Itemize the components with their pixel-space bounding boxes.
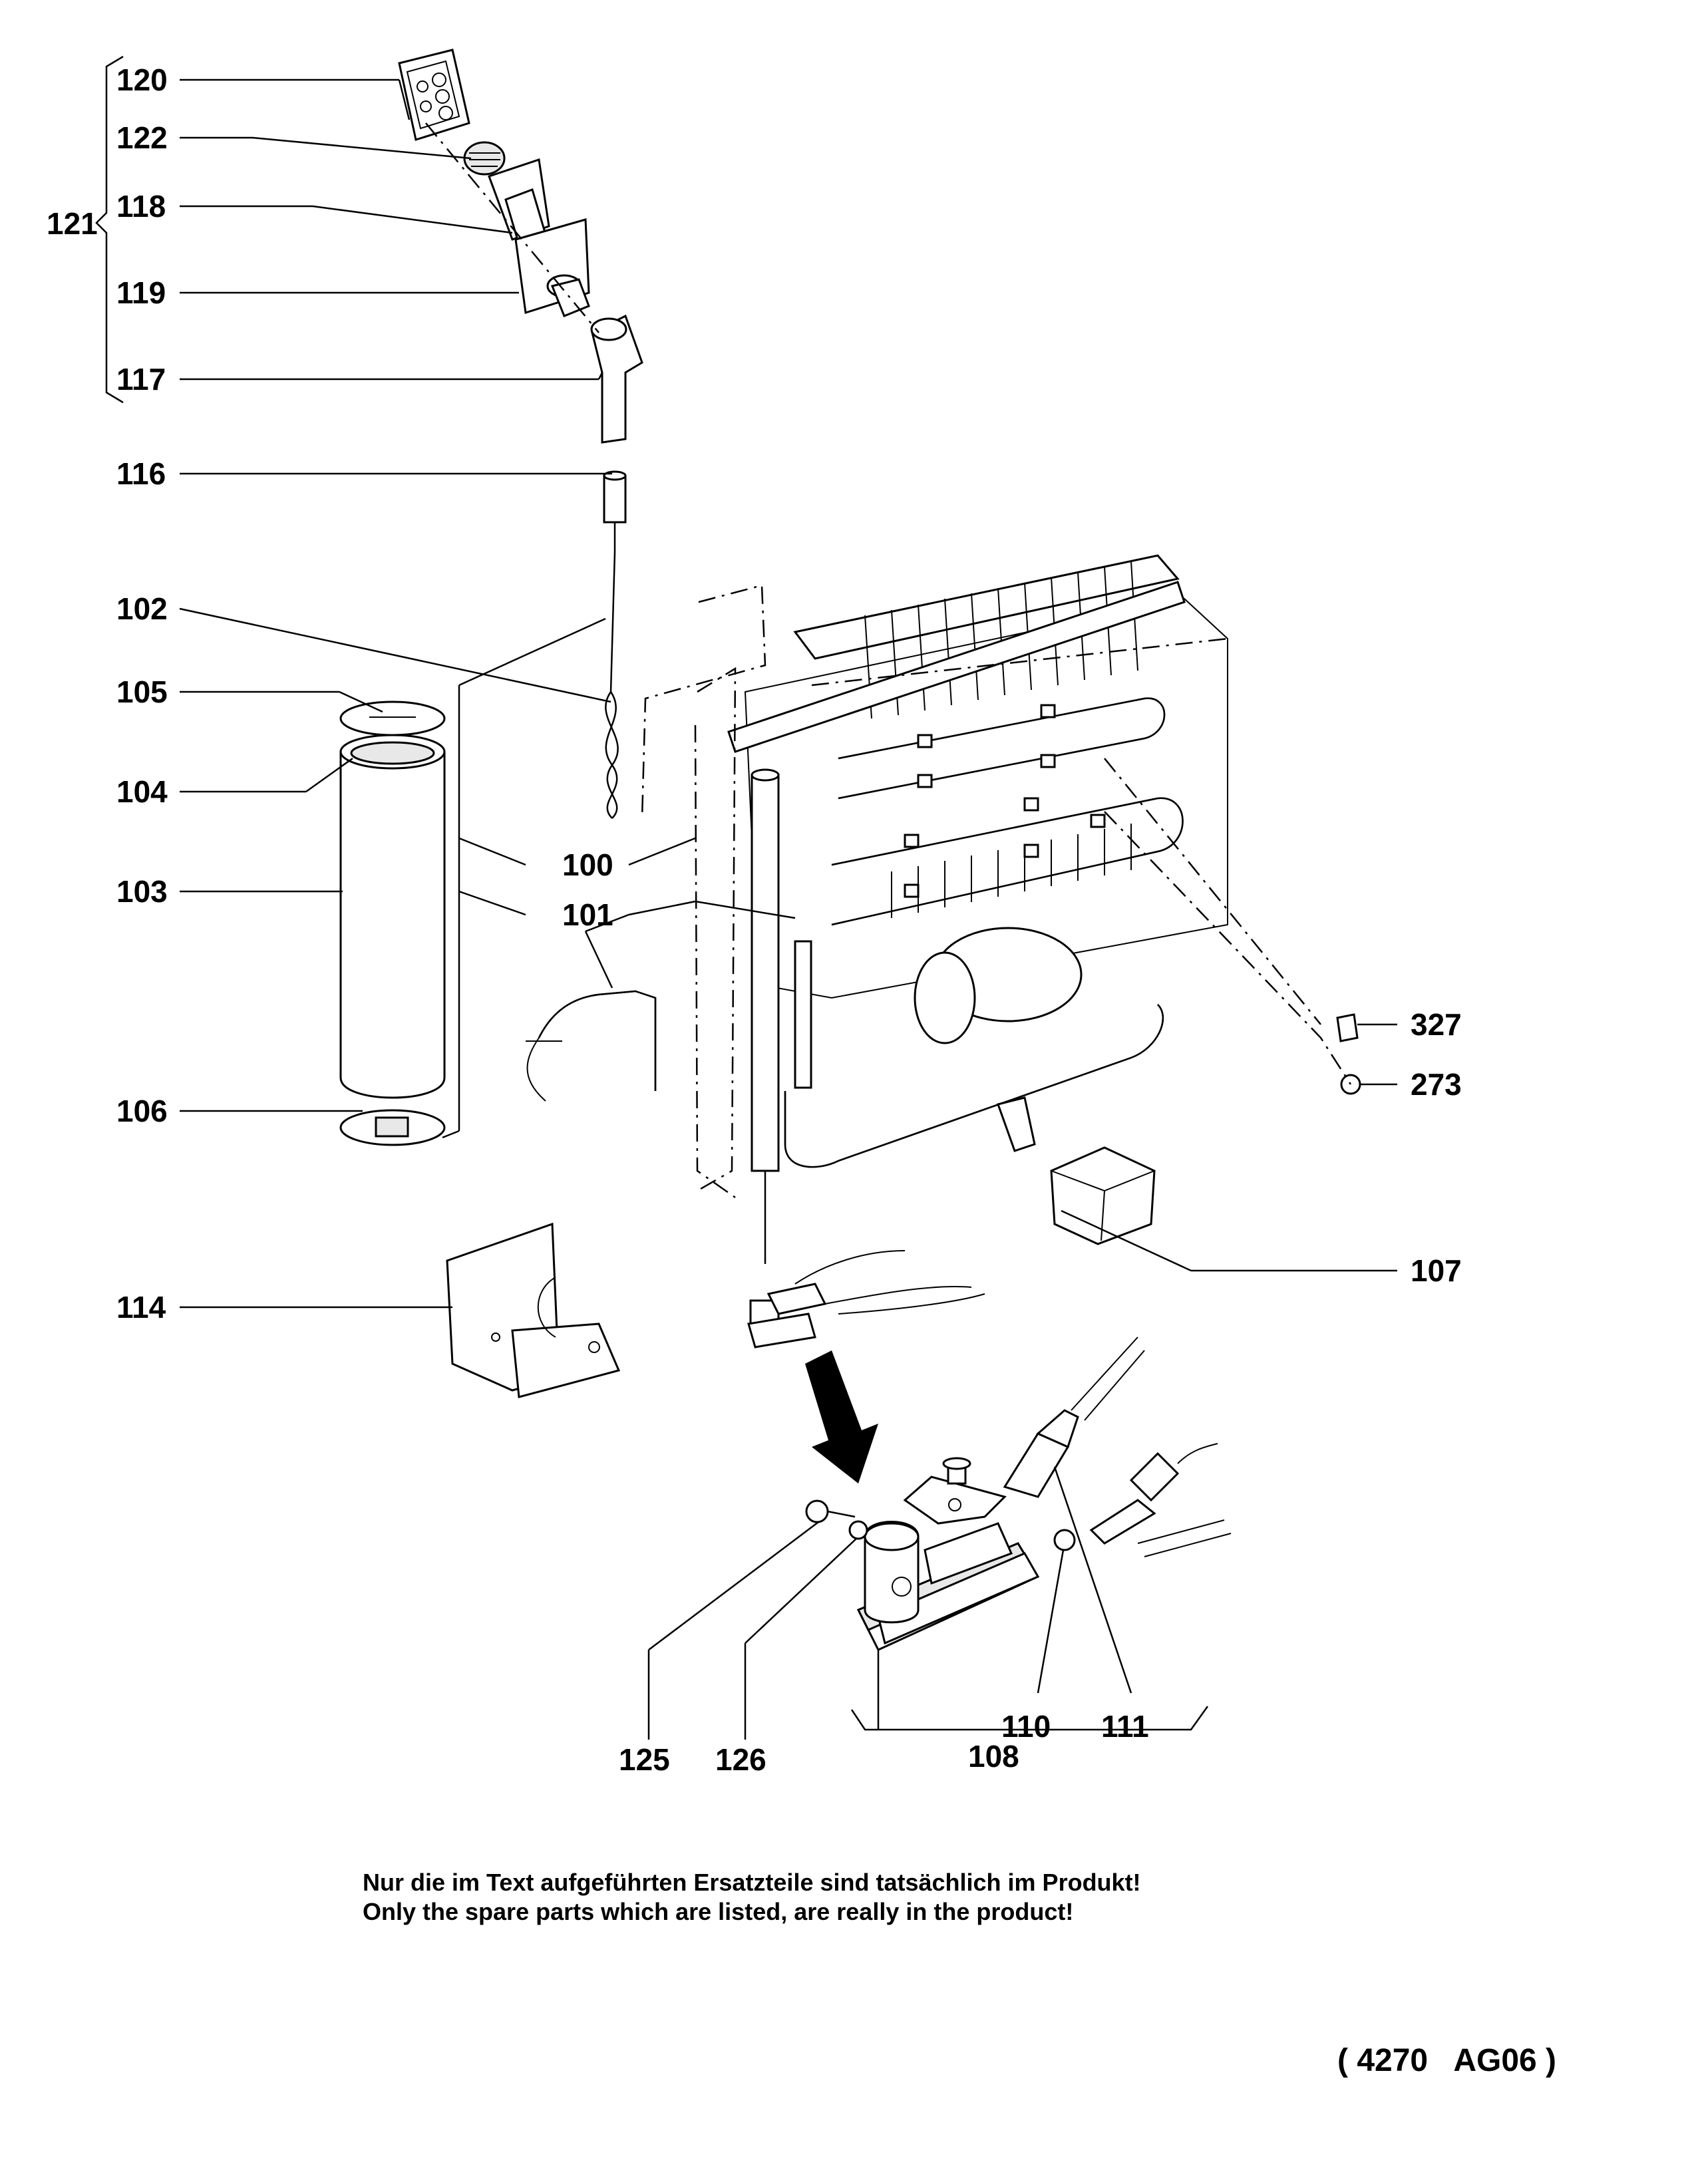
label-273: 273 <box>1411 1067 1462 1102</box>
label-106: 106 <box>116 1094 168 1128</box>
label-101: 101 <box>562 897 613 932</box>
label-108: 108 <box>968 1739 1019 1774</box>
label-125: 125 <box>619 1742 670 1777</box>
label-126: 126 <box>715 1742 766 1777</box>
label-107: 107 <box>1411 1253 1462 1288</box>
cooling-unit-part <box>727 554 1228 1172</box>
flue-duct-part <box>488 158 590 317</box>
burner-detail-part <box>805 1336 1232 1651</box>
drawing-code: ( 4270 AG06 ) <box>1337 2043 1557 2078</box>
insulation-cylinder-part <box>339 701 446 1146</box>
label-104: 104 <box>116 774 168 809</box>
label-119: 119 <box>116 275 166 310</box>
flue-baffle-part <box>605 551 619 819</box>
label-110: 110 <box>1001 1709 1051 1744</box>
cap-107-part <box>1050 1146 1156 1245</box>
group-bracket-121 <box>95 55 124 404</box>
label-116: 116 <box>116 456 166 491</box>
part-labels: 120 122 121 118 119 117 116 102 105 104 … <box>47 63 1462 1777</box>
note-english: Only the spare parts which are listed, a… <box>363 1898 1074 1925</box>
label-105: 105 <box>116 675 168 709</box>
burner-cover-part <box>446 1222 621 1398</box>
label-327: 327 <box>1411 1007 1462 1042</box>
burner-assembly-part <box>747 1171 985 1348</box>
label-118: 118 <box>116 189 166 224</box>
label-114: 114 <box>116 1290 166 1325</box>
clip-327-part <box>1336 1013 1359 1042</box>
label-120: 120 <box>116 63 168 97</box>
detail-arrow <box>805 1350 878 1483</box>
label-100: 100 <box>562 848 613 882</box>
label-121: 121 <box>47 206 98 241</box>
label-117: 117 <box>116 362 166 396</box>
flue-elbow-part <box>590 314 643 444</box>
flue-cap-part <box>398 49 470 141</box>
label-122: 122 <box>116 120 168 155</box>
burner-tube-part <box>603 470 627 552</box>
bent-tube-part <box>526 990 657 1102</box>
note-german: Nur die im Text aufgeführten Ersatzteile… <box>363 1869 1141 1896</box>
label-102: 102 <box>116 591 168 626</box>
label-103: 103 <box>116 874 168 909</box>
flue-grille-part <box>463 141 506 176</box>
leader-lines <box>179 78 1397 1740</box>
label-111: 111 <box>1101 1709 1149 1744</box>
